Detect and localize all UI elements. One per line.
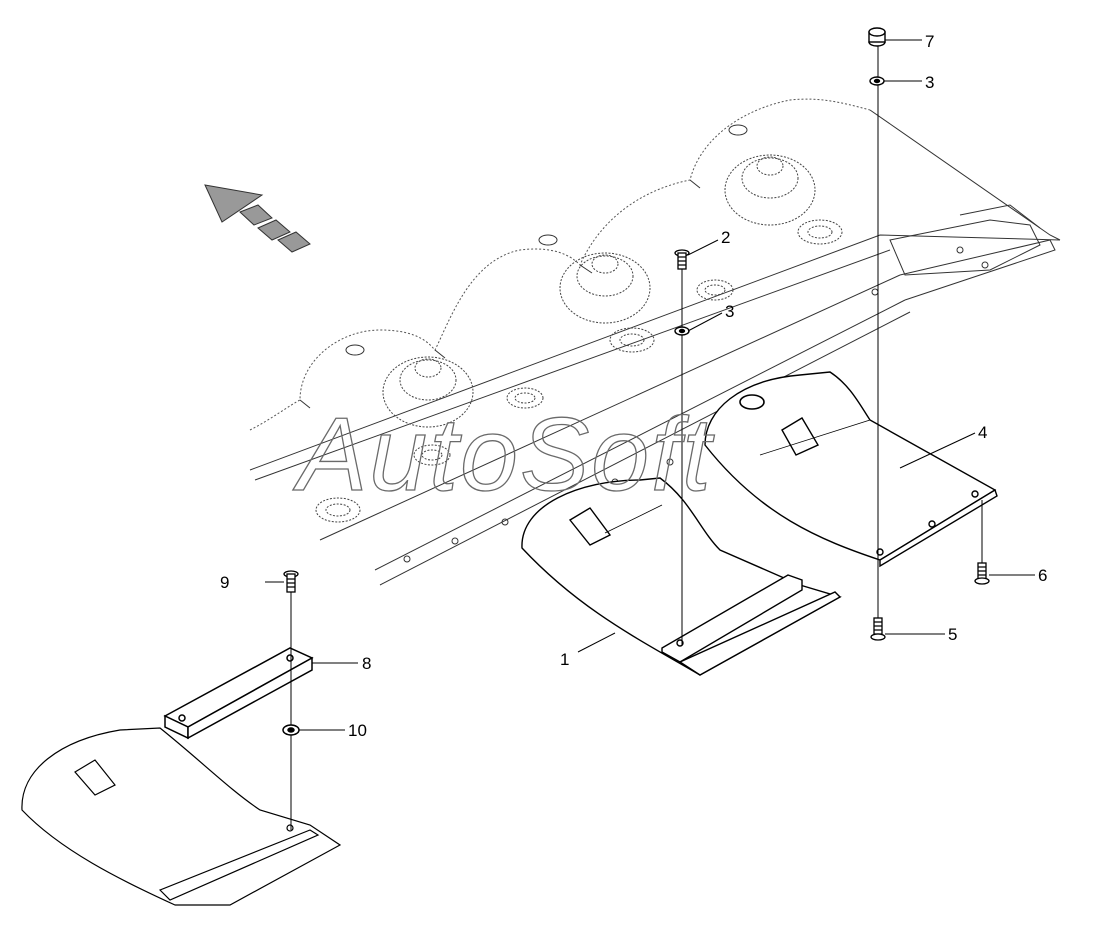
skid-plate-partial [21, 727, 342, 906]
callout-4: 4 [978, 423, 987, 442]
callout-1: 1 [560, 650, 569, 669]
bolt-9-icon [283, 570, 299, 593]
callout-3-middle: 3 [725, 302, 734, 321]
callout-3-upper: 3 [925, 73, 934, 92]
callout-8: 8 [362, 654, 371, 673]
watermark-text: AutoSoft [292, 397, 715, 513]
callout-5: 5 [948, 625, 957, 644]
assembly-axes [290, 40, 983, 830]
callout-9: 9 [220, 573, 229, 592]
washer-3-middle-icon [674, 326, 690, 336]
skid-plate-4 [704, 371, 998, 568]
washer-10-icon [282, 724, 300, 736]
bolt-2-icon [674, 249, 690, 270]
skid-plate-1 [521, 477, 842, 676]
callout-2: 2 [721, 228, 730, 247]
spacer-bar-8 [163, 647, 314, 740]
travel-direction-arrow-icon [204, 184, 311, 253]
bolt-6-icon [974, 562, 990, 585]
callout-6: 6 [1038, 566, 1047, 585]
callout-7: 7 [925, 32, 934, 51]
washer-3-upper-icon [869, 76, 885, 86]
bolt-5-icon [870, 617, 886, 641]
leader-lines [265, 39, 1035, 731]
nut-7-icon [868, 27, 886, 47]
callout-10: 10 [348, 721, 367, 740]
callout-labels: 1 2 3 3 4 5 6 7 8 9 10 [220, 32, 1047, 740]
